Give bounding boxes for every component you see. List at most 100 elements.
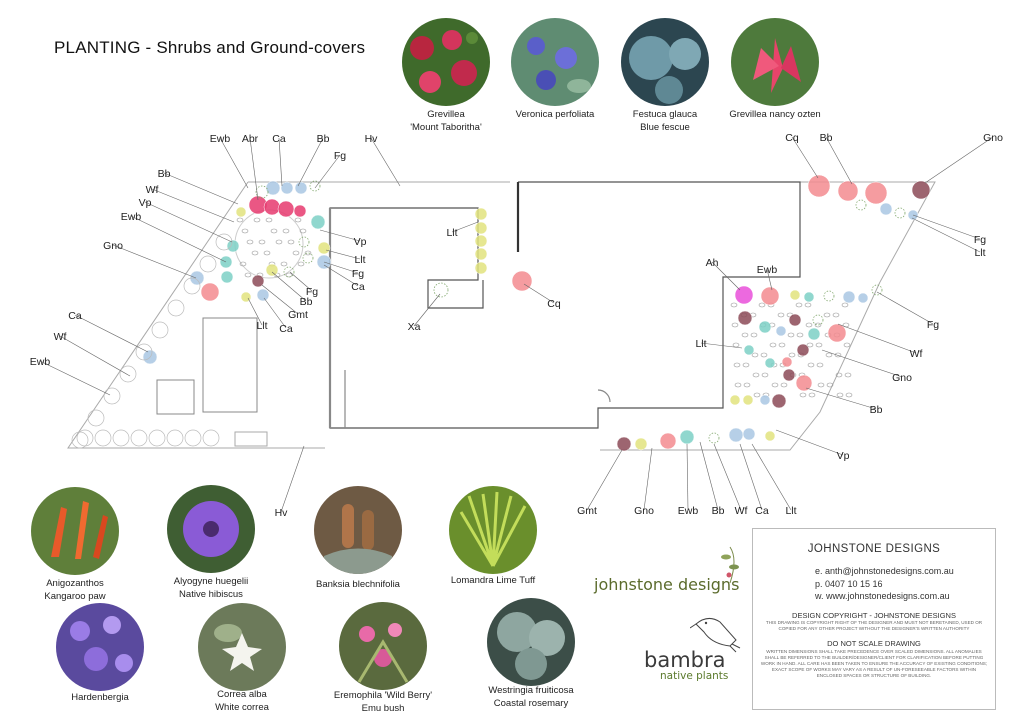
stepping-stone <box>297 261 305 267</box>
shrub-symbol <box>293 204 307 218</box>
stepping-stone <box>806 342 814 348</box>
shrub-symbol <box>758 320 772 334</box>
plant-code-label: Ca <box>279 323 293 335</box>
shrub-symbol <box>879 202 893 216</box>
plant-code-label: Ca <box>755 505 769 517</box>
leader-line <box>912 214 981 240</box>
stepping-stone <box>841 302 849 308</box>
stepping-stone <box>826 382 834 388</box>
leader-line <box>163 172 239 205</box>
leader-line <box>314 154 341 189</box>
house-outline <box>328 181 801 429</box>
shrub-symbol <box>842 290 856 304</box>
stepping-stone <box>805 322 813 328</box>
leader-line <box>791 136 819 179</box>
hedge-symbol <box>199 255 217 273</box>
plant-code-label: Hv <box>275 507 289 519</box>
shrub-symbol <box>283 266 295 278</box>
shrub-symbol <box>743 344 755 356</box>
grevillea-caption: Grevillea'Mount Taboritha' <box>410 109 482 133</box>
shrub-symbol <box>864 181 888 205</box>
plant-code-label: Fg <box>306 286 318 298</box>
plant-code-label: Bb <box>317 133 330 145</box>
leader-line <box>370 137 401 187</box>
johnstone-logo: johnstone designs <box>594 575 740 594</box>
hedge-symbol <box>202 429 220 447</box>
shrub-symbol <box>827 323 847 343</box>
native-hibiscus-photo <box>167 485 255 573</box>
hedge-symbol <box>71 431 89 449</box>
plant-code-label: Bb <box>300 296 313 308</box>
plant-code-label: Ewb <box>757 264 778 276</box>
plant-code-label: Bb <box>712 505 725 517</box>
leader-line <box>739 443 763 511</box>
shrub-symbol <box>309 180 321 192</box>
leader-line <box>586 449 623 511</box>
hedge-symbol <box>119 365 137 383</box>
hedge-symbol <box>76 429 94 447</box>
leader-line <box>451 221 479 233</box>
leader-line <box>837 323 917 354</box>
hedge-symbol <box>183 277 201 295</box>
plant-code-label: Fg <box>352 268 364 280</box>
grevillea-photo <box>402 18 490 106</box>
leader-line <box>144 201 233 243</box>
leader-line <box>924 136 994 184</box>
leader-line <box>151 188 235 223</box>
plant-code-label: Wf <box>735 505 748 517</box>
plant-code-label: Ca <box>68 310 82 322</box>
shrub-symbol <box>616 436 632 452</box>
plant-code-label: Wf <box>146 184 159 196</box>
plant-code-label: Gmt <box>577 505 597 517</box>
plant-code-label: Gno <box>634 505 654 517</box>
plant-code-label: Gno <box>983 132 1003 144</box>
stepping-stone <box>251 250 259 256</box>
hedge-symbol <box>130 429 148 447</box>
plant-code-label: Ewb <box>121 211 142 223</box>
stepping-stone <box>246 239 254 245</box>
veronica-caption: Veronica perfoliata <box>515 109 595 120</box>
stepping-stone <box>741 332 749 338</box>
lomandra-caption: Lomandra Lime Tuff <box>450 575 536 586</box>
stepping-stone <box>771 382 779 388</box>
plant-code-label: Xa <box>408 321 421 333</box>
lomandra-photo <box>449 486 537 574</box>
correa-photo <box>198 603 286 691</box>
plant-code-label: Llt <box>354 254 365 266</box>
shrub-symbol <box>251 274 265 288</box>
shrub-symbol <box>737 310 753 326</box>
plant-code-label: Hv <box>365 133 379 145</box>
stepping-stone <box>835 372 843 378</box>
shrub-symbol <box>634 437 648 451</box>
contact-phone: p. 0407 10 15 16 <box>815 578 883 589</box>
plant-code-label: Gno <box>103 240 123 252</box>
plant-code-label: Llt <box>256 320 267 332</box>
shrub-symbol <box>781 356 793 368</box>
stepping-stone <box>816 362 824 368</box>
shrub-symbol <box>764 357 776 369</box>
stepping-stone <box>807 362 815 368</box>
page-title: PLANTING - Shrubs and Ground-covers <box>54 38 366 57</box>
grevillea-nancy-photo <box>731 18 819 106</box>
stepping-stone <box>843 342 851 348</box>
stepping-stone <box>795 302 803 308</box>
shrub-symbol <box>280 181 294 195</box>
stepping-stone <box>282 228 290 234</box>
westringia-photo <box>487 598 575 686</box>
shrub-symbol <box>265 180 281 196</box>
shrub-symbol <box>788 313 802 327</box>
shrub-symbol <box>775 325 787 337</box>
shrub-symbol <box>807 327 821 341</box>
stepping-stone <box>732 342 740 348</box>
company-name: JOHNSTONE DESIGNS <box>807 543 941 555</box>
leader-line <box>643 447 653 511</box>
stepping-stone <box>731 322 739 328</box>
kangaroo-paw-photo <box>31 487 119 575</box>
contact-details: e. anth@johnstonedesigns.com.au p. 0407 … <box>815 565 954 603</box>
stepping-stone <box>760 352 768 358</box>
stepping-stone <box>258 239 266 245</box>
stepping-stone <box>769 342 777 348</box>
plant-code-label: Gmt <box>288 309 308 321</box>
shrub-symbol <box>742 394 754 406</box>
